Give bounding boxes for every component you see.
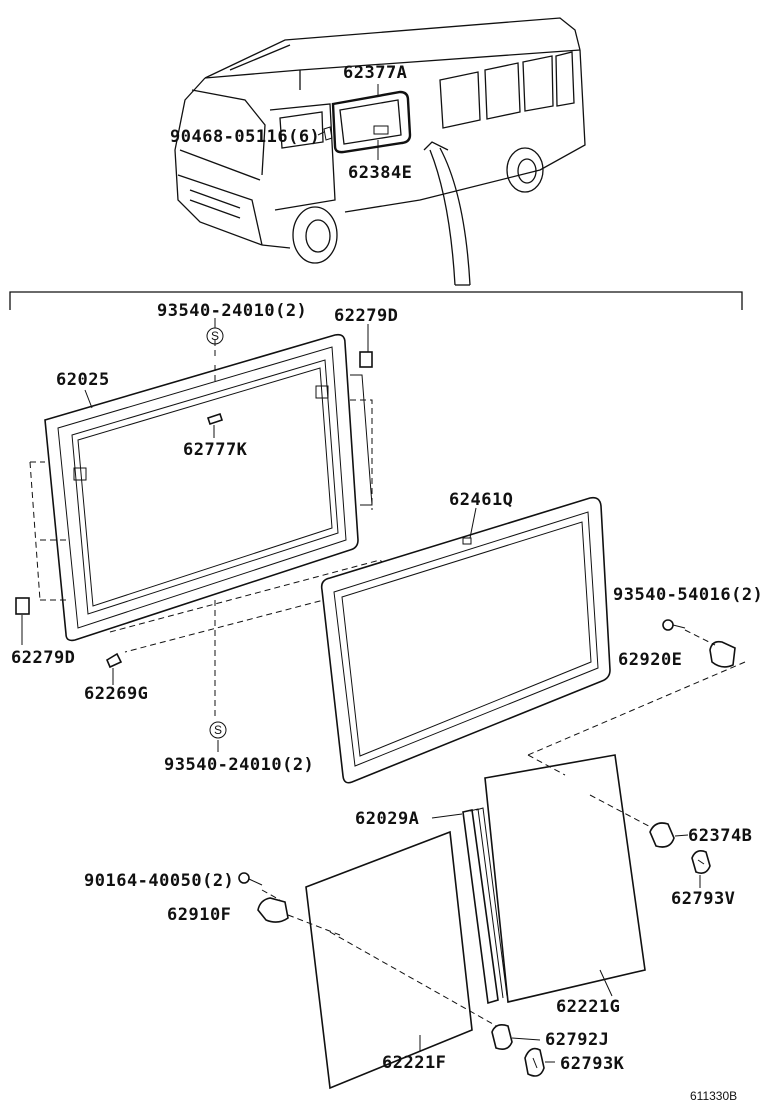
reference-number: 611330B <box>690 1089 737 1103</box>
section-bracket <box>9 291 743 310</box>
pane-62221G <box>484 754 661 1003</box>
glass-62461Q <box>320 496 611 784</box>
label-62221F: 62221F <box>382 1053 446 1073</box>
channel-62029A <box>462 807 508 1005</box>
location-arrow <box>423 141 471 286</box>
spacer-62279D-top <box>359 351 373 368</box>
label-62920E: 62920E <box>618 650 682 670</box>
label-93540-24010-bottom: 93540-24010(2) <box>164 755 314 775</box>
label-62279D-left: 62279D <box>11 648 75 668</box>
leader-lines <box>21 84 701 1063</box>
knob-parts <box>491 822 711 1077</box>
label-62777K: 62777K <box>183 440 248 460</box>
label-62910F: 62910F <box>167 905 231 925</box>
clip-62269G <box>105 652 123 669</box>
label-93540-54016: 93540-54016(2) <box>613 585 760 605</box>
label-62374B: 62374B <box>688 826 752 846</box>
clip-s-bottom <box>209 721 227 739</box>
label-62461Q: 62461Q <box>449 490 513 510</box>
van-illustration <box>174 17 586 264</box>
cap-62792J <box>491 1024 513 1050</box>
label-62792J: 62792J <box>545 1030 609 1050</box>
label-62377A: 62377A <box>343 63 407 83</box>
latch-62920E <box>527 619 746 756</box>
part-labels: 62377A 90468-05116(6) 62384E 93540-24010… <box>11 63 760 1103</box>
label-62025: 62025 <box>56 370 110 390</box>
label-62793V: 62793V <box>671 889 735 909</box>
spacer-62279D-left <box>15 597 30 615</box>
label-62384E: 62384E <box>348 163 412 183</box>
window-frame-62025 <box>44 333 373 642</box>
small-parts <box>15 327 373 739</box>
clip-s-label-bottom: S <box>214 723 222 737</box>
label-93540-24010-top: 93540-24010(2) <box>157 301 307 321</box>
label-62221G: 62221G <box>556 997 620 1017</box>
label-90468-05116: 90468-05116(6) <box>170 127 320 147</box>
label-90164-40050: 90164-40050(2) <box>84 871 234 891</box>
label-62793K: 62793K <box>560 1054 625 1074</box>
clip-s-label-top: S <box>211 329 219 343</box>
latch-62910F <box>238 872 341 936</box>
label-62269G: 62269G <box>84 684 148 704</box>
clip-62777K <box>206 412 224 426</box>
pane-62221F <box>305 830 501 1090</box>
cap-62374B <box>649 822 675 848</box>
label-62029A: 62029A <box>355 809 419 829</box>
label-62279D-top: 62279D <box>334 306 398 326</box>
